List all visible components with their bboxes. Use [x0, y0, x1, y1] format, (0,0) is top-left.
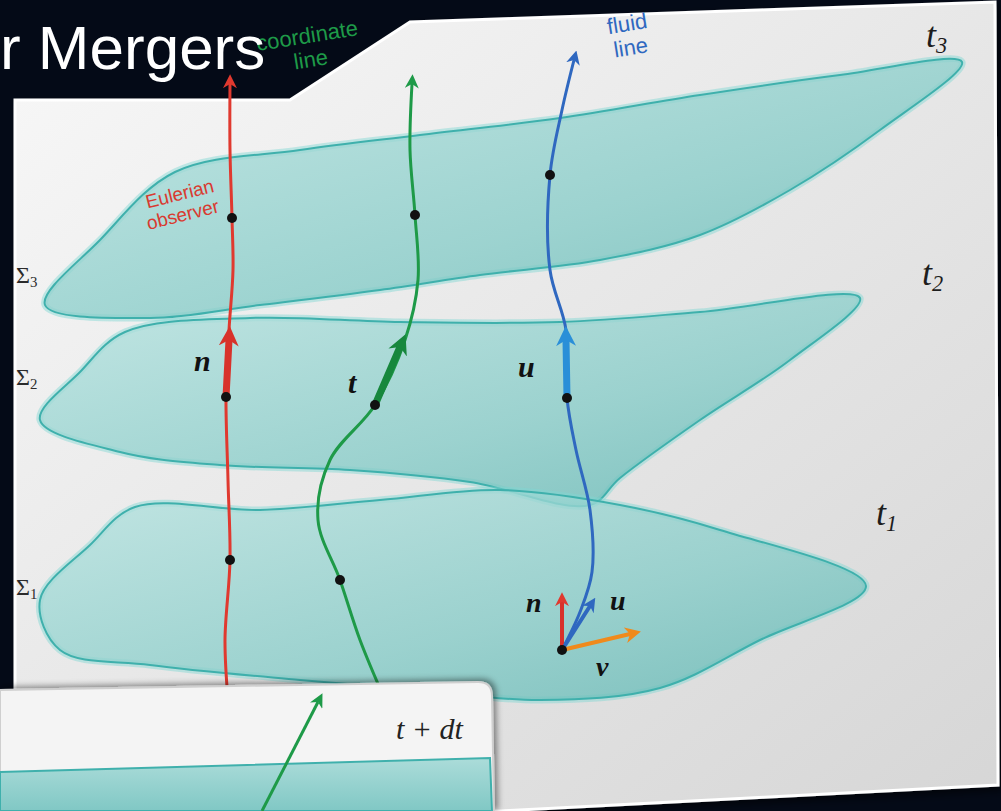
fluid-worldline — [548, 60, 593, 650]
surface-fill — [45, 59, 963, 318]
velocity-vector — [562, 606, 590, 650]
figure-panel — [15, 2, 998, 811]
surface-glow — [40, 294, 861, 506]
event-dot — [545, 170, 555, 180]
velocity-vector — [566, 340, 567, 398]
surface-glow — [39, 490, 866, 700]
vector-label: n — [526, 588, 542, 619]
label-anchor: Σ2 — [16, 364, 37, 392]
surface-label: Σ3 — [16, 262, 37, 290]
label-anchor: t1 — [876, 494, 897, 536]
eulerian-worldline — [225, 84, 233, 700]
event-dot — [557, 645, 567, 655]
label-anchor: t + dt — [396, 712, 463, 745]
label-anchor: u — [610, 586, 626, 617]
spatial-velocity-vector — [562, 634, 630, 650]
label-anchor: t — [348, 366, 356, 399]
coordinate-line — [318, 84, 419, 700]
surface-fill — [40, 294, 861, 506]
label-anchor: coordinate line — [247, 15, 371, 81]
time-label: t3 — [926, 16, 947, 58]
label-anchor: Σ3 — [16, 262, 37, 290]
event-dot — [410, 210, 420, 220]
slide-title: r Mergers — [0, 14, 265, 82]
vector-label: v — [596, 652, 608, 683]
hypersurface: t2Σ2 — [12, 250, 947, 505]
normal-vector — [560, 602, 564, 650]
inset-frame — [0, 682, 494, 811]
label-anchor: fluid line — [589, 7, 670, 66]
normal-vector — [226, 340, 229, 397]
surface-glow — [45, 59, 963, 318]
inset-panel — [0, 682, 494, 811]
surface-shape — [12, 490, 901, 700]
label-anchor: n — [194, 344, 211, 377]
slide-title-wrap: r Mergers — [0, 14, 265, 82]
vector-label: u — [518, 350, 535, 383]
event-dot — [370, 400, 380, 410]
time-label: t1 — [876, 494, 897, 536]
curve-label: Eulerian observer — [95, 176, 222, 246]
label-anchor: t2 — [922, 254, 943, 296]
event-dot — [562, 393, 572, 403]
vector-label: n — [194, 344, 211, 377]
curve-label: coordinate line — [247, 15, 371, 81]
label-anchor: u — [518, 350, 535, 383]
label-anchor: t3 — [926, 16, 947, 58]
inset-arrow — [262, 702, 318, 811]
label-anchor: n — [526, 588, 542, 619]
time-vector — [375, 347, 400, 405]
label-anchor: Eulerian observer — [95, 176, 222, 246]
time-label: t + dt — [396, 712, 463, 745]
inset-surface — [0, 758, 492, 811]
label-anchor: Σ1 — [16, 574, 37, 602]
vector-label: u — [610, 586, 626, 617]
surface-fill — [39, 490, 866, 700]
event-dot — [335, 575, 345, 585]
surface-shape — [12, 250, 947, 505]
hypersurface: t1Σ1 — [12, 490, 901, 700]
vector-label: t — [348, 366, 356, 399]
event-dot — [221, 392, 231, 402]
time-label: t2 — [922, 254, 943, 296]
surface-label: Σ1 — [16, 574, 37, 602]
surface-label: Σ2 — [16, 364, 37, 392]
label-anchor: v — [596, 652, 608, 683]
event-dot — [225, 555, 235, 565]
event-dot — [227, 213, 237, 223]
curve-label: fluid line — [589, 7, 670, 66]
